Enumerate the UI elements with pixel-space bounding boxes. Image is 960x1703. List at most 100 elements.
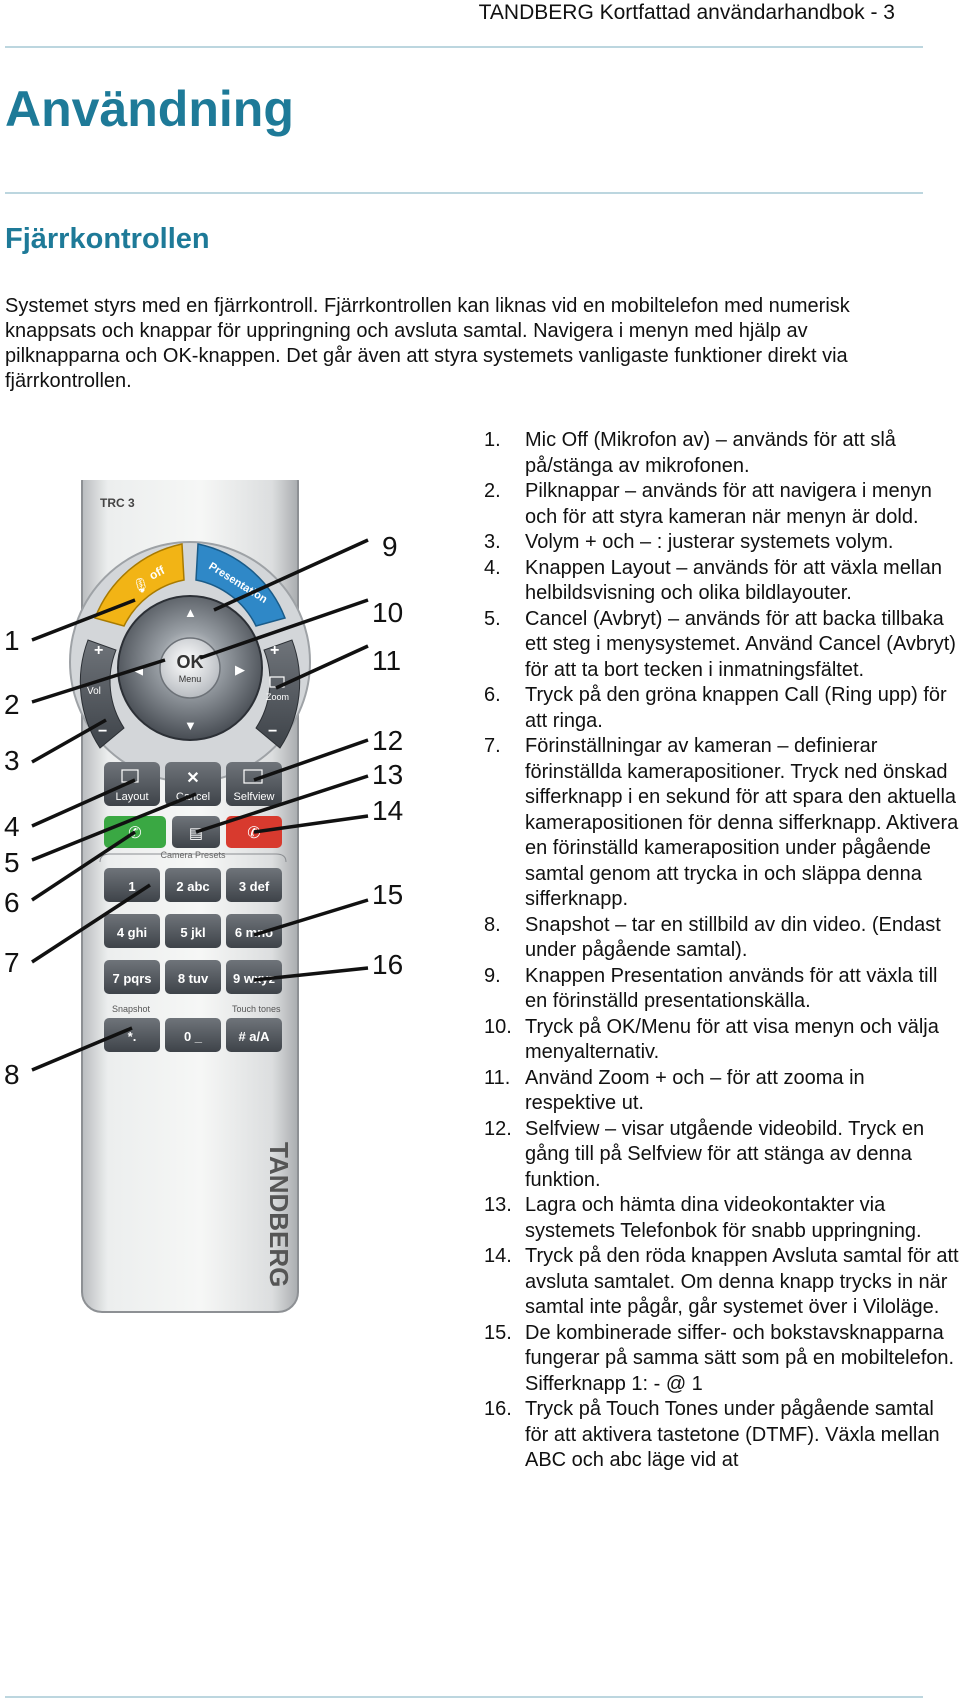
key-3[interactable] [226,868,282,902]
list-item: 9. Knappen Presentation används för att v… [484,964,960,1015]
list-item-text: Selfview – visar utgående videobild. Try… [525,1117,925,1191]
list-item-number: 1. [484,429,501,451]
callout-number: 9 [382,531,398,562]
list-item-number: 16. [484,1398,512,1420]
list-item-number: 13. [484,1194,512,1216]
intro-paragraph: Systemet styrs med en fjärrkontroll. Fjä… [5,295,850,392]
list-item-text: Knappen Presentation används för att väx… [525,964,938,1013]
list-item-text: Volym + och – : justerar systemets volym… [525,531,894,553]
volume-minus-icon: − [98,723,107,740]
key-label: 8 tuv [178,971,209,986]
key-label: # a/A [238,1029,270,1044]
list-item: 14.Tryck på den röda knappen Avsluta sam… [484,1244,960,1321]
key-4[interactable] [104,914,160,948]
key-hash[interactable] [226,1018,282,1052]
key-1[interactable] [104,868,160,902]
key-label: 2 abc [176,879,209,894]
volume-plus-icon: + [94,642,103,659]
remote-control-illustration: TRC 3 off 🎙 Presentation + Vol − + Zoom … [4,480,403,1313]
arrow-up-icon[interactable]: ▲ [184,605,197,620]
callout-number: 16 [372,949,403,980]
ok-label: OK [177,652,204,672]
zoom-label: Zoom [266,692,289,702]
list-item-number: 5. [484,607,501,630]
list-item: 1. Mic Off (Mikrofon av) – används för at… [484,428,960,479]
list-item: 2. Pilknappar – används för att navigera … [484,479,960,530]
callout-number: 7 [4,947,20,978]
list-item-number: 6. [484,684,501,706]
list-item-text: Tryck på OK/Menu för att visa menyn och … [525,1015,939,1064]
key-label: 6 mno [235,925,273,940]
list-item-number: 8. [484,913,501,936]
callout-number: 5 [4,847,20,878]
list-item: 11.Använd Zoom + och – för att zooma in … [484,1066,960,1117]
list-item-number: 9. [484,964,501,987]
key-label: 4 ghi [117,925,147,940]
zoom-rocker[interactable] [255,639,301,749]
callout-number: 15 [372,879,403,910]
zoom-minus-icon: − [268,723,277,740]
snapshot-label: Snapshot [112,1004,151,1014]
list-item-number: 11. [484,1066,511,1089]
callout-number: 6 [4,887,20,918]
callout-number: 3 [4,745,20,776]
arrow-right-icon[interactable]: ▶ [235,662,245,677]
callout-numbers: 1 2 3 4 5 6 7 8 9 10 11 12 13 14 15 16 [4,531,403,1090]
key-label: 7 pqrs [112,971,151,986]
list-item-text: Cancel (Avbryt) – används för att backa … [525,607,956,681]
arrow-down-icon[interactable]: ▼ [184,718,197,733]
callout-number: 2 [4,689,20,720]
list-item: 3. Volym + och – : justerar systemets vol… [484,530,960,556]
selfview-button[interactable] [226,762,282,806]
key-2[interactable] [165,868,221,902]
list-item: 12.Selfview – visar utgående videobild. … [484,1117,960,1194]
layout-button[interactable] [104,762,160,806]
cancel-button[interactable] [165,762,221,806]
list-item-text: Tryck på den gröna knappen Call (Ring up… [525,684,947,732]
callout-number: 11 [372,645,401,676]
list-item-text: Snapshot – tar en stillbild av din video… [525,913,941,962]
key-8[interactable] [165,960,221,994]
camera-presets-bracket [99,853,287,863]
list-item-number: 7. [484,735,501,757]
page-title: Användning [5,81,294,137]
key-5[interactable] [165,914,221,948]
list-item-number: 2. [484,480,501,502]
numeric-keypad: 1 2 abc 3 def 4 ghi 5 jkl 6 mno 7 pqrs 8… [104,868,282,1052]
key-6[interactable] [226,914,282,948]
list-item-text: Förinställningar av kameran – definierar… [525,735,959,910]
list-item: 5. Cancel (Avbryt) – används för att back… [484,607,960,684]
callout-number: 4 [4,811,20,842]
key-label: 3 def [239,879,270,894]
list-item: 4.Knappen Layout – används för att växla… [484,556,960,607]
list-item-number: 4. [484,556,501,579]
mic-off-label: off [147,563,168,583]
cancel-x-icon: ✕ [186,770,199,787]
key-label: 0 _ [184,1029,203,1044]
remote-model-label: TRC 3 [100,496,135,510]
list-item: 10.Tryck på OK/Menu för att visa menyn o… [484,1015,960,1066]
list-item: 15.De kombinerade siffer- och bokstavskn… [484,1321,960,1398]
list-item-text: Mic Off (Mikrofon av) – används för att … [525,429,896,477]
key-0[interactable] [165,1018,221,1052]
callout-number: 13 [372,759,403,790]
key-9[interactable] [226,960,282,994]
ok-menu-button[interactable] [159,637,221,699]
key-label: 1 [128,879,135,894]
callout-number: 1 [4,625,20,656]
list-item-number: 3. [484,531,501,553]
key-star[interactable] [104,1018,160,1052]
list-item: 6. Tryck på den gröna knappen Call (Ring … [484,683,960,734]
presentation-button[interactable] [195,543,286,627]
volume-label: Vol [87,686,101,697]
key-7[interactable] [104,960,160,994]
list-item-number: 14. [484,1245,512,1267]
callout-number: 8 [4,1059,20,1090]
zoom-plus-icon: + [270,642,279,659]
volume-rocker[interactable] [79,639,125,749]
section-heading: Fjärrkontrollen [5,223,210,255]
remote-button-descriptions: 1. Mic Off (Mikrofon av) – används för at… [484,428,960,1474]
header-divider [5,46,923,48]
list-item: 16.Tryck på Touch Tones under pågående s… [484,1397,960,1474]
list-item-text: Pilknappar – används för att navigera i … [525,480,932,528]
